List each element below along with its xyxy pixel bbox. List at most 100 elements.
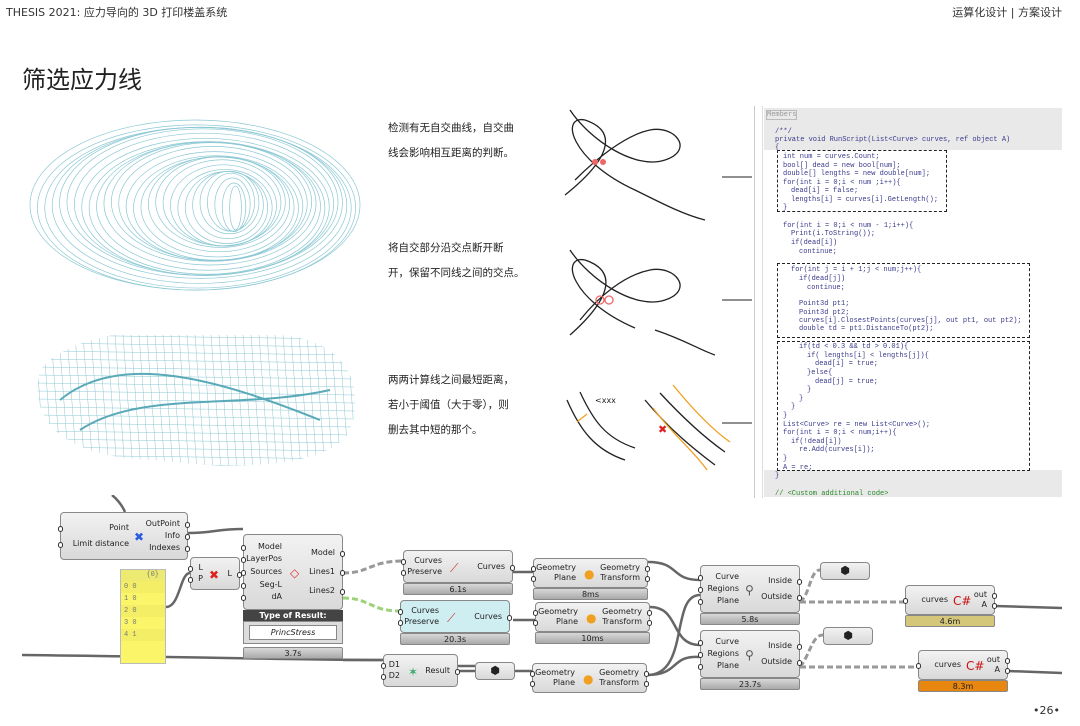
input-port[interactable] — [401, 559, 406, 565]
input-port[interactable] — [916, 663, 921, 669]
input-port[interactable] — [241, 570, 246, 576]
input-label: curves — [921, 595, 948, 604]
mesh-grid-line — [58, 334, 70, 466]
geometry-param-node[interactable]: ⬢ — [475, 662, 515, 680]
output-port[interactable] — [1005, 668, 1010, 674]
input-port[interactable] — [188, 566, 193, 572]
input-port[interactable] — [241, 544, 246, 551]
input-port[interactable] — [241, 595, 246, 602]
mesh-grid-line — [90, 334, 102, 466]
input-port[interactable] — [398, 620, 403, 626]
output-port[interactable] — [507, 614, 512, 621]
input-port[interactable] — [698, 599, 703, 605]
input-port[interactable] — [698, 575, 703, 581]
input-port[interactable] — [533, 620, 538, 626]
output-label: Outside — [761, 592, 792, 601]
input-port[interactable] — [531, 576, 536, 582]
input-port[interactable] — [698, 652, 703, 658]
input-label: dA — [271, 592, 282, 602]
output-port[interactable] — [647, 620, 652, 626]
output-port[interactable] — [797, 644, 802, 650]
input-port[interactable] — [241, 557, 246, 564]
geometry-param-node[interactable]: ⬢ — [820, 562, 870, 580]
mesh-grid-line — [37, 414, 356, 420]
output-port[interactable] — [185, 534, 190, 540]
input-port[interactable] — [698, 664, 703, 670]
output-port[interactable] — [647, 610, 652, 616]
input-port[interactable] — [381, 674, 386, 680]
output-port[interactable] — [510, 564, 515, 571]
input-port[interactable] — [381, 663, 386, 669]
mesh-grid-line — [234, 334, 246, 466]
geometry-param-node[interactable]: ⬢ — [823, 627, 873, 645]
input-label: Plane — [556, 617, 578, 626]
panel-row: 0 0 — [121, 581, 165, 593]
input-port[interactable] — [698, 587, 703, 593]
output-port[interactable] — [340, 589, 345, 595]
output-label: out — [986, 655, 1000, 664]
output-port[interactable] — [645, 576, 650, 582]
input-label: Geometry — [536, 563, 576, 572]
input-port[interactable] — [530, 681, 535, 687]
mesh-grid-line — [66, 334, 78, 466]
mesh-grid-line — [226, 334, 238, 466]
code-line: if(!dead[i]) — [791, 438, 842, 446]
input-port[interactable] — [188, 577, 193, 583]
input-port[interactable] — [401, 570, 406, 576]
result-type-dropdown[interactable]: PrincStress — [243, 621, 343, 644]
input-port[interactable] — [58, 542, 63, 548]
input-port[interactable] — [530, 671, 535, 677]
output-port[interactable] — [1005, 658, 1010, 664]
mesh-grid-line — [122, 334, 134, 466]
input-port[interactable] — [58, 526, 63, 532]
output-port[interactable] — [797, 579, 802, 585]
gh-node-time: 5.8s — [700, 613, 800, 625]
input-port[interactable] — [241, 582, 246, 589]
output-port[interactable] — [185, 546, 190, 552]
output-port[interactable] — [645, 566, 650, 572]
mesh-stroke — [81, 137, 330, 276]
output-port[interactable] — [644, 681, 649, 687]
gh-node-time: 10ms — [535, 632, 650, 644]
output-port[interactable] — [992, 603, 997, 609]
code-line: // <Custom additional code> — [775, 490, 889, 498]
description-2: 将自交部分沿交点断开断 开，保留不同线之间的交点。 — [388, 236, 525, 286]
input-port[interactable] — [698, 640, 703, 646]
input-port[interactable] — [398, 609, 403, 615]
mesh-stroke — [177, 169, 273, 247]
output-label: Inside — [768, 641, 792, 650]
output-label: Lines2 — [309, 586, 335, 595]
output-port[interactable] — [340, 551, 345, 557]
output-port[interactable] — [340, 570, 345, 576]
mesh-grid-line — [274, 334, 286, 466]
output-port[interactable] — [185, 522, 190, 528]
distance-curve-4 — [659, 392, 726, 453]
output-port[interactable] — [797, 660, 802, 666]
output-port[interactable] — [992, 593, 997, 599]
gh-node-time: 8ms — [533, 588, 648, 600]
panel-row: 2 0 — [121, 605, 165, 617]
input-port[interactable] — [531, 566, 536, 572]
panel-row: 1 0 — [121, 593, 165, 605]
input-port[interactable] — [533, 610, 538, 616]
mesh-stroke — [110, 142, 313, 262]
output-port[interactable] — [644, 671, 649, 677]
output-port[interactable] — [455, 668, 460, 675]
input-port[interactable] — [903, 598, 908, 604]
output-port[interactable] — [797, 595, 802, 601]
input-label: Point — [109, 523, 129, 532]
